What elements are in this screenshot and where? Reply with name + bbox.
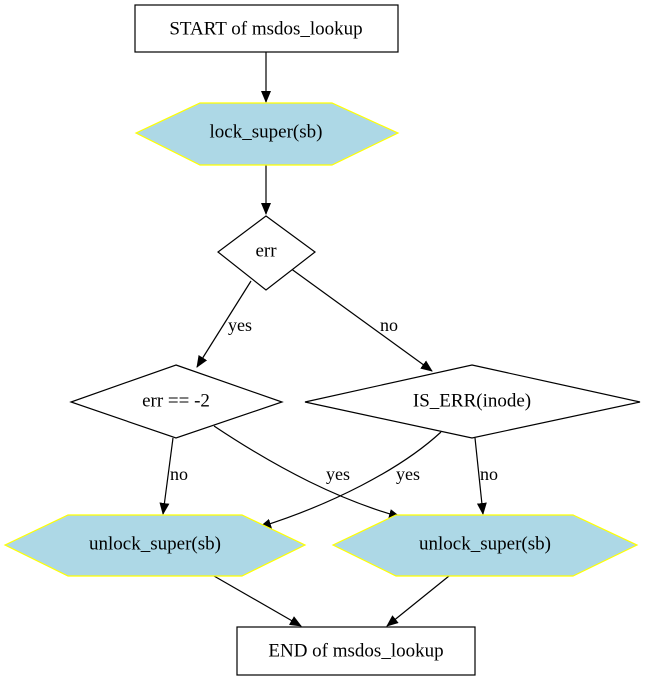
start-node: START of msdos_lookup (134, 4, 399, 53)
edge-unlock-left-to-end (213, 575, 302, 627)
err-decision: err (217, 215, 316, 291)
unlock-super-right-node: unlock_super(sb) (331, 514, 639, 577)
lock-super-label: lock_super(sb) (210, 122, 323, 143)
end-label: END of msdos_lookup (268, 641, 443, 662)
edge-erreq-to-unlock-right (213, 425, 401, 519)
edge-label-erreq-no: no (170, 464, 188, 484)
edge-label-err-no: no (380, 315, 398, 335)
edge-err-to-erreq (196, 280, 252, 368)
err-eq-label: err == -2 (142, 391, 210, 412)
edge-unlock-right-to-end (386, 575, 450, 627)
edge-label-err-yes: yes (228, 315, 252, 335)
edge-erreq-to-unlock-left (159, 437, 174, 515)
end-node: END of msdos_lookup (236, 626, 476, 676)
edge-err-to-iserr (289, 267, 433, 372)
edge-label-erreq-yes: yes (326, 464, 350, 484)
lock-super-node: lock_super(sb) (134, 102, 400, 166)
start-label: START of msdos_lookup (169, 19, 362, 40)
edge-label-iserr-no: no (480, 464, 498, 484)
unlock-super-right-label: unlock_super(sb) (419, 534, 551, 555)
unlock-super-left-node: unlock_super(sb) (3, 514, 307, 577)
err-eq-decision: err == -2 (69, 364, 284, 439)
is-err-decision: IS_ERR(inode) (304, 364, 641, 439)
is-err-label: IS_ERR(inode) (413, 391, 531, 412)
err-label: err (255, 241, 277, 262)
unlock-super-left-label: unlock_super(sb) (89, 534, 221, 555)
edge-iserr-to-unlock-left (259, 431, 442, 529)
edge-label-iserr-yes: yes (396, 464, 420, 484)
edge-iserr-to-unlock-right (474, 437, 487, 515)
